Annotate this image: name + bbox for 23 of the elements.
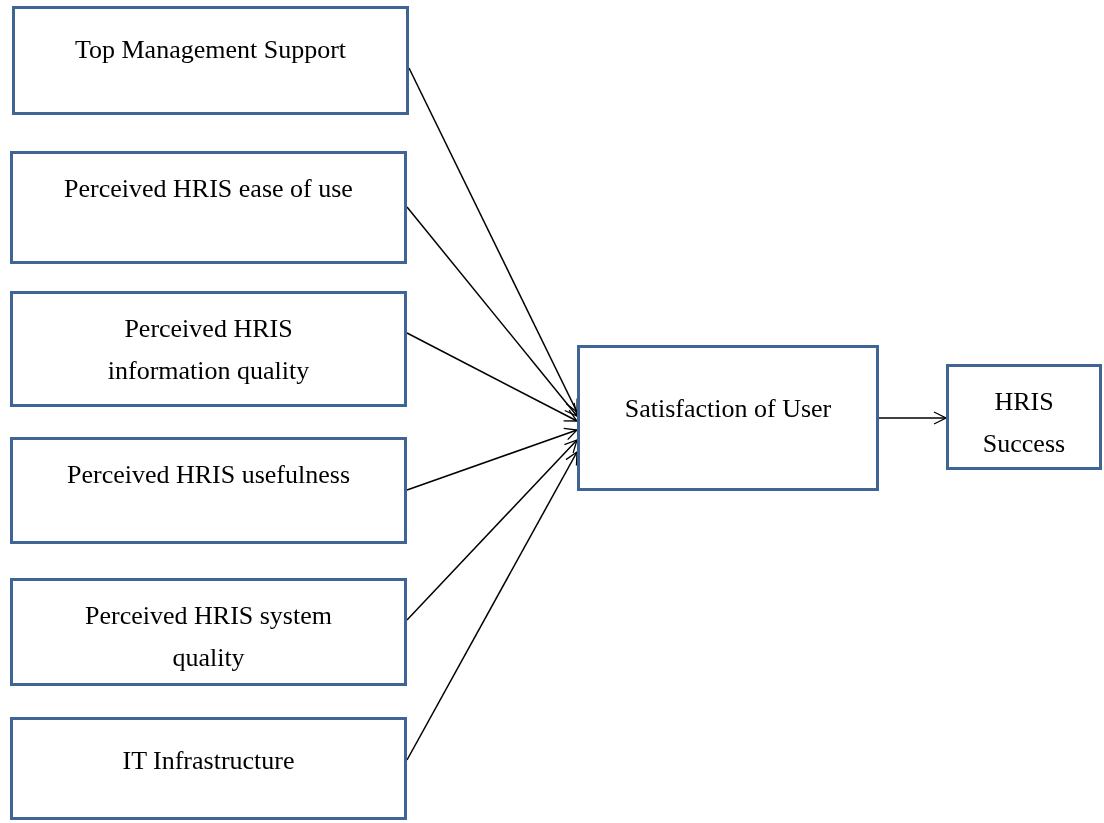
process-box: [10, 437, 407, 544]
arrow: [406, 206, 578, 417]
process-box: [10, 151, 407, 264]
process-box: [12, 6, 409, 115]
process-box: [577, 345, 879, 491]
arrow: [408, 67, 578, 413]
box-label: Perceived HRIS information quality: [106, 313, 311, 387]
process-box: [10, 578, 407, 686]
arrow: [406, 451, 578, 761]
box-label: Perceived HRIS usefulness: [66, 459, 351, 491]
process-box: [10, 717, 407, 820]
box-label: HRIS Success: [981, 386, 1067, 460]
box-label: IT Infrastructure: [122, 745, 295, 777]
arrow: [406, 427, 578, 491]
process-box: [946, 364, 1102, 470]
arrow: [406, 332, 578, 422]
box-label: Satisfaction of User: [624, 393, 832, 425]
arrow: [406, 439, 578, 621]
box-label: Perceived HRIS ease of use: [64, 173, 353, 205]
box-label: Perceived HRIS system quality: [84, 600, 333, 674]
box-label: Top Management Support: [74, 34, 347, 66]
arrow: [878, 411, 947, 425]
process-box: [10, 291, 407, 407]
